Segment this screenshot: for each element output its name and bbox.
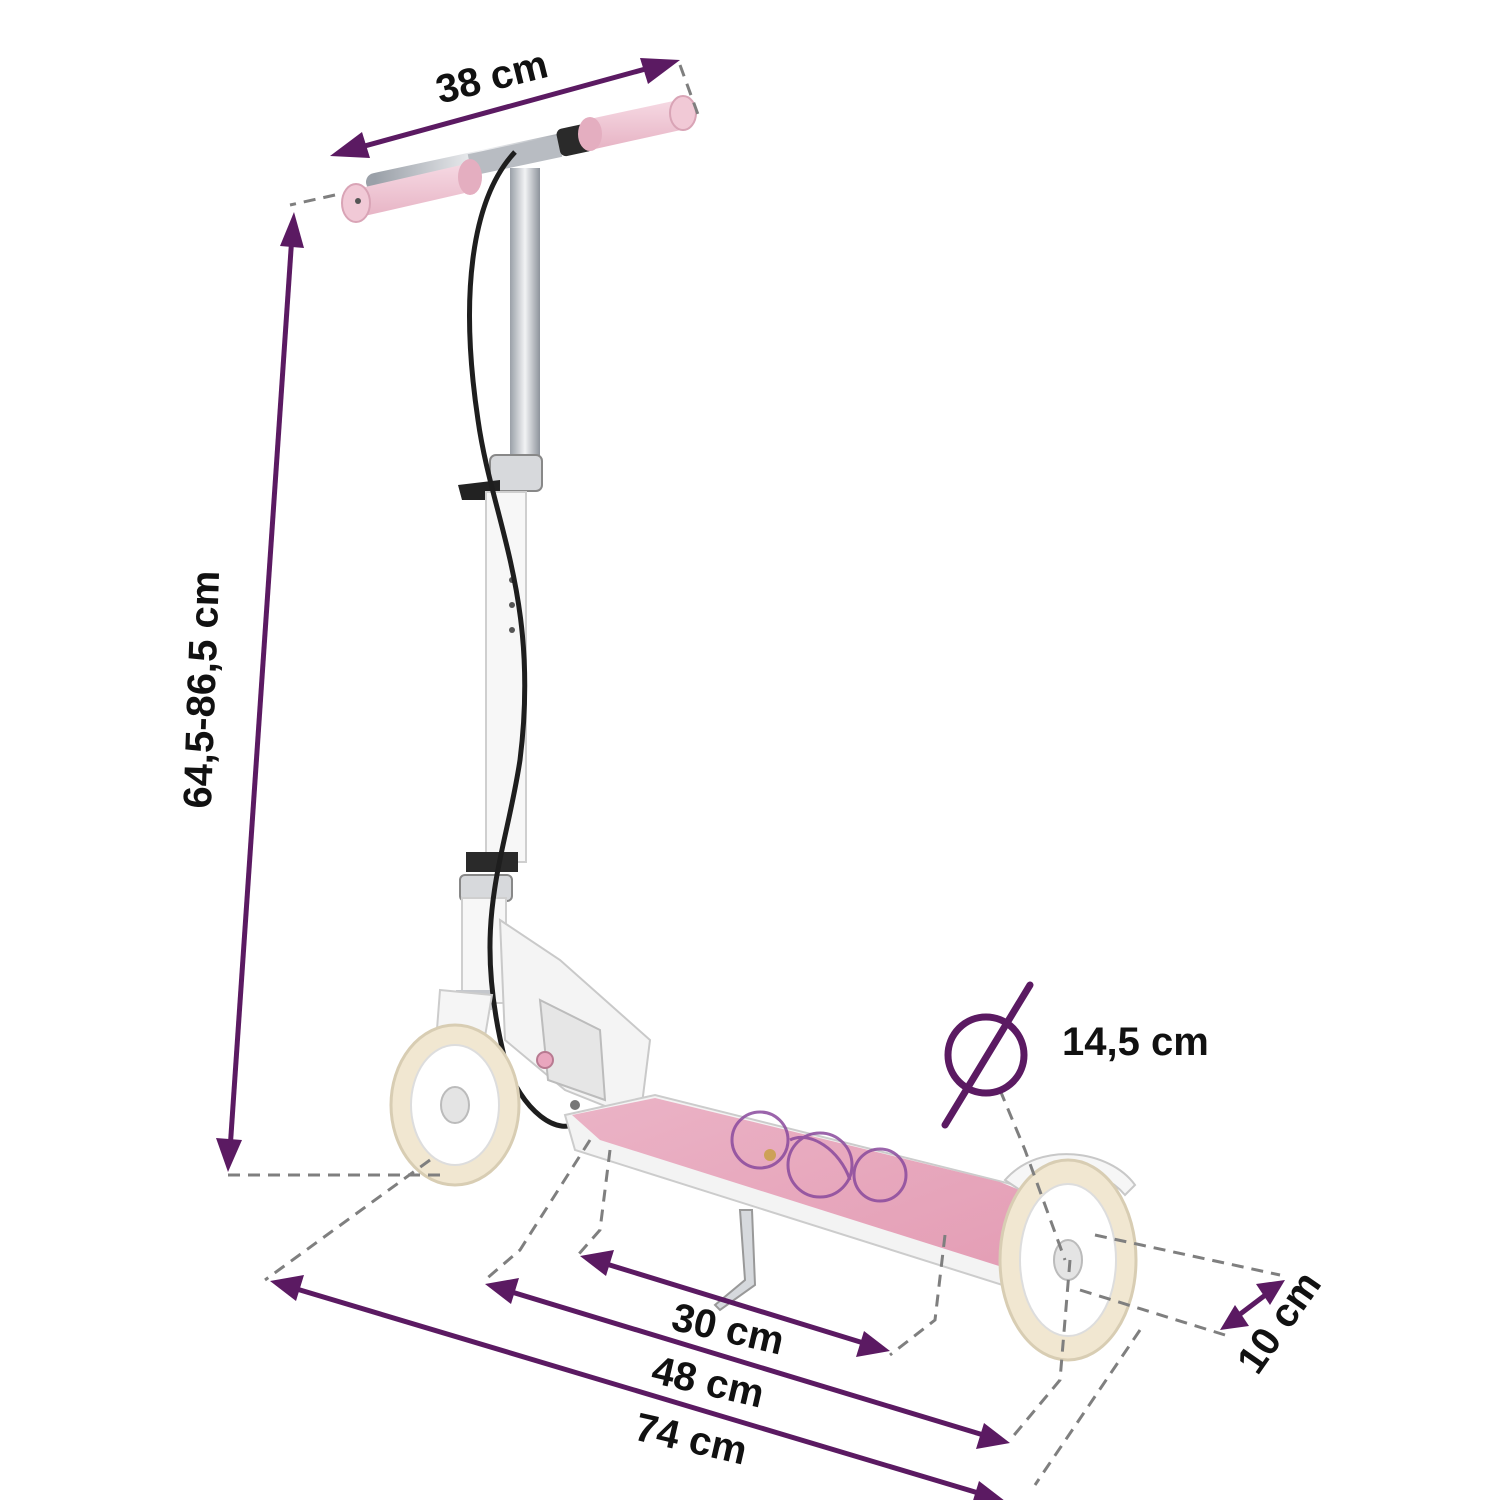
deck-artwork [730, 1110, 908, 1203]
front-wheel [389, 1023, 521, 1187]
guide-lines [228, 64, 1281, 1486]
wheelbase-label: 48 cm [648, 1348, 768, 1416]
total-length-label: 74 cm [631, 1405, 751, 1473]
height-range-label: 64,5-86,5 cm [176, 570, 228, 809]
fold-mechanism [498, 918, 652, 1122]
wheel-diameter-label: 14,5 cm [1062, 1020, 1209, 1064]
stem [456, 168, 543, 1010]
diameter-icon [941, 981, 1034, 1129]
rear-wheel [998, 1158, 1138, 1362]
handlebar [341, 95, 697, 223]
scooter [341, 95, 1138, 1362]
right-grip [578, 95, 697, 151]
left-grip [341, 159, 482, 223]
kickstand [713, 1209, 757, 1312]
deck [563, 1093, 1096, 1301]
dimension-lines [216, 58, 1285, 1500]
